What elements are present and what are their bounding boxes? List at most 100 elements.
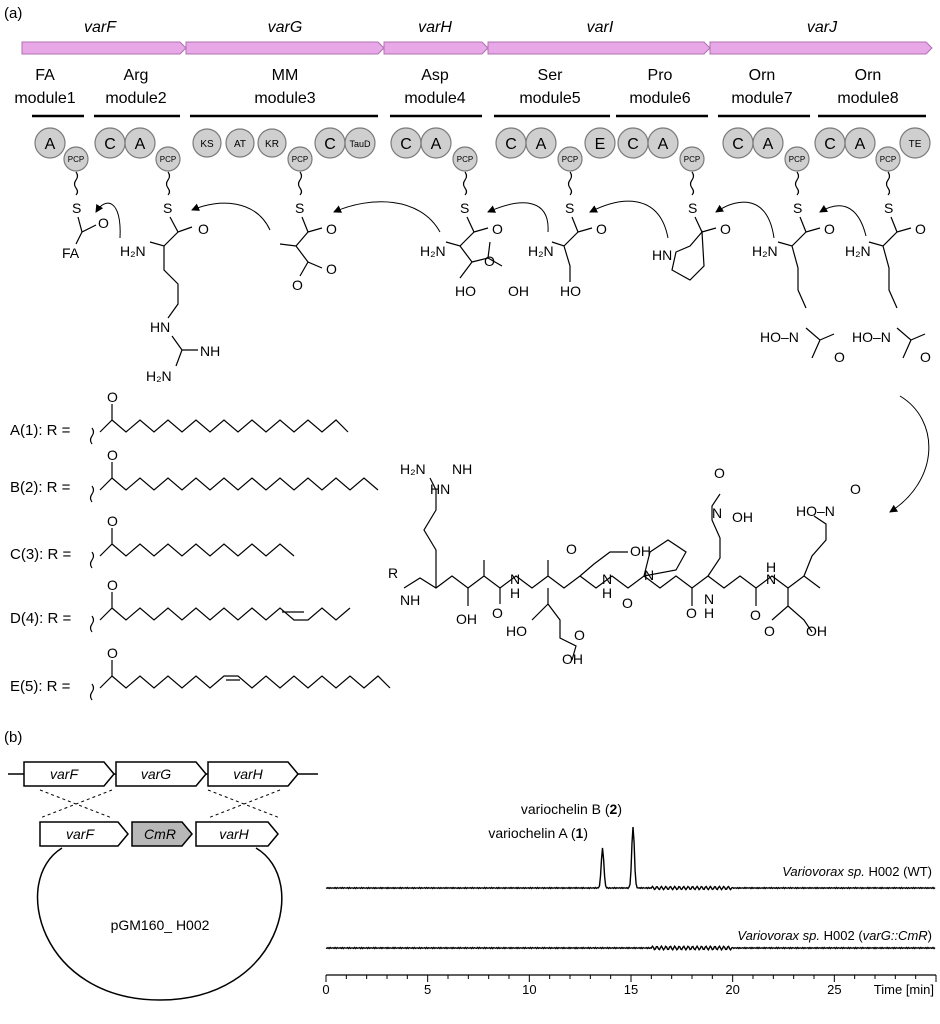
svg-text:O: O	[596, 221, 607, 237]
trace-wt	[325, 827, 936, 891]
svg-text:O: O	[714, 465, 725, 481]
trace-label-mutant: Variovorax sp. H002 (varG::CmR)	[737, 928, 932, 943]
domain-pcp-6	[679, 146, 705, 172]
module-substrate-pro: Pro	[648, 67, 673, 84]
domain-a-5	[525, 127, 557, 159]
svg-text:A: A	[135, 136, 146, 153]
gene-arrow-varj	[709, 41, 933, 55]
domain-a-1	[34, 127, 66, 159]
svg-text:PCP: PCP	[160, 155, 176, 164]
svg-text:O: O	[484, 253, 495, 269]
svg-text:HO–N: HO–N	[760, 329, 799, 345]
module-name-5: module5	[519, 90, 580, 107]
svg-text:HO: HO	[506, 623, 527, 639]
gene-label-varg: varG	[268, 19, 303, 36]
svg-text:C: C	[104, 136, 116, 153]
svg-text:O: O	[292, 277, 303, 293]
svg-text:H₂N: H₂N	[120, 243, 146, 259]
svg-text:O: O	[326, 221, 337, 237]
module-substrate-mm: MM	[272, 67, 299, 84]
module-name-8: module8	[837, 90, 898, 107]
svg-text:O: O	[492, 221, 503, 237]
svg-text:varG: varG	[141, 766, 171, 782]
module-name-6: module6	[629, 90, 690, 107]
peak-label-b: variochelin B (2)	[521, 801, 622, 817]
svg-text:O: O	[750, 607, 761, 623]
gene-label-varj: varJ	[807, 19, 838, 36]
svg-text:O: O	[98, 215, 109, 231]
svg-text:O: O	[686, 605, 697, 621]
svg-text:C: C	[400, 136, 412, 153]
svg-text:H: H	[602, 585, 612, 601]
svg-text:FA: FA	[62, 245, 80, 261]
module-substrate-orn-7: Orn	[749, 67, 776, 84]
trace-label-wt: Variovorax sp. H002 (WT)	[782, 864, 932, 879]
svg-text:varH: varH	[233, 766, 263, 782]
x-tick-label-10: 10	[522, 982, 536, 997]
gene-label-varh: varH	[418, 19, 452, 36]
domain-pcp-2	[155, 146, 181, 172]
svg-text:S: S	[688, 200, 697, 216]
gene-arrows	[21, 41, 933, 55]
svg-text:CmR: CmR	[144, 826, 176, 842]
svg-text:O: O	[198, 221, 209, 237]
r-group-chains	[89, 404, 391, 701]
module-substrate-arg: Arg	[124, 67, 149, 84]
module-name-2: module2	[105, 90, 166, 107]
variochelin-structure	[403, 477, 827, 661]
x-tick-label-15: 15	[624, 982, 638, 997]
domain-a-7	[752, 127, 784, 159]
svg-text:varF: varF	[50, 766, 79, 782]
svg-text:S: S	[460, 200, 469, 216]
domain-a-8	[844, 127, 876, 159]
svg-text:R: R	[388, 565, 398, 581]
domain-e-5	[584, 127, 616, 159]
svg-text:HO: HO	[560, 283, 581, 299]
svg-text:O: O	[764, 623, 775, 639]
svg-text:E: E	[595, 136, 606, 153]
genome-gene-varh	[207, 761, 299, 787]
svg-text:O: O	[107, 577, 118, 593]
chromatogram: 0 5 10 15 20 25 Time [min] variochelin A…	[322, 801, 937, 997]
svg-text:H: H	[766, 559, 776, 575]
svg-text:O: O	[834, 349, 845, 365]
panel-a-label: (a)	[4, 5, 22, 22]
panel-b-label: (b)	[4, 729, 22, 746]
domain-taud-3	[344, 127, 376, 159]
r-group-label-5: E(5): R =	[10, 678, 71, 695]
svg-text:HO–N: HO–N	[852, 329, 891, 345]
svg-text:OH: OH	[806, 623, 827, 639]
svg-text:OH: OH	[508, 283, 529, 299]
module-name-7: module7	[731, 90, 792, 107]
svg-text:PCP: PCP	[68, 155, 84, 164]
svg-text:H: H	[510, 585, 520, 601]
svg-text:O: O	[107, 645, 118, 661]
svg-text:S: S	[72, 200, 81, 216]
svg-text:O: O	[574, 627, 585, 643]
r-group-label-3: C(3): R =	[10, 546, 72, 563]
genome-gene-varg	[115, 761, 207, 787]
svg-text:NH: NH	[400, 592, 420, 608]
svg-text:A: A	[855, 136, 866, 153]
svg-text:OH: OH	[456, 611, 477, 627]
svg-text:C: C	[732, 136, 744, 153]
svg-text:S: S	[884, 200, 893, 216]
svg-text:A: A	[763, 136, 774, 153]
plasmid-gene-varf	[39, 821, 129, 847]
svg-text:C: C	[627, 136, 639, 153]
domain-ks-3	[192, 128, 222, 158]
plasmid-gene-cmr	[131, 821, 193, 847]
svg-text:C: C	[324, 136, 336, 153]
plasmid-gene-varh	[195, 821, 279, 847]
domain-pcp-1	[63, 146, 89, 172]
x-axis-label: Time [min]	[874, 982, 934, 997]
gene-label-vari: varI	[587, 19, 614, 36]
svg-text:O: O	[566, 541, 577, 557]
module-name-4: module4	[404, 90, 465, 107]
svg-text:N: N	[704, 591, 714, 607]
x-tick-label-25: 25	[827, 982, 841, 997]
svg-text:N: N	[510, 571, 520, 587]
svg-text:H₂N: H₂N	[845, 243, 871, 259]
svg-text:PCP: PCP	[880, 155, 896, 164]
r-group-list: A(1): R = B(2): R = C(3): R = D(4): R = …	[10, 422, 72, 695]
